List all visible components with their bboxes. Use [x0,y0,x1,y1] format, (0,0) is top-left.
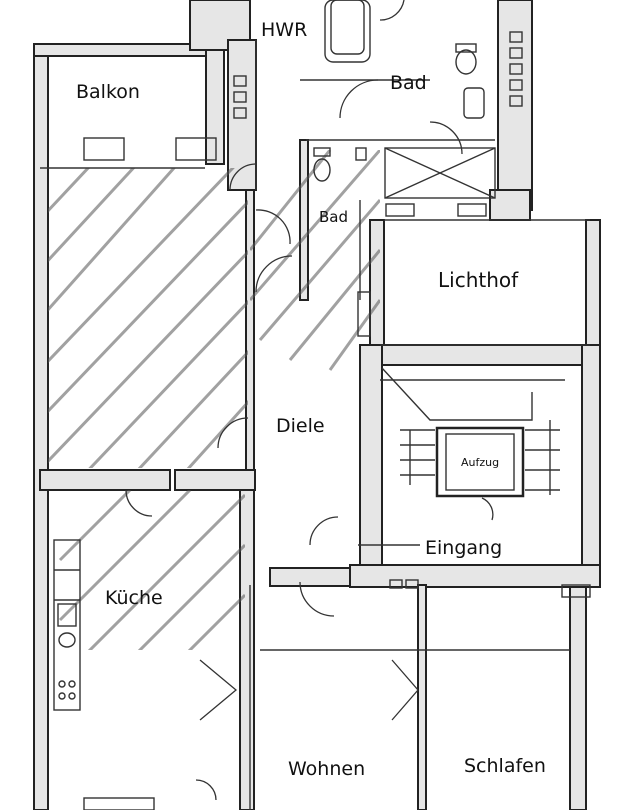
room-label-eingang: Eingang [425,537,502,559]
interior-lines [40,40,590,810]
radiator-icon [233,31,523,589]
room-label-aufzug: Aufzug [461,456,499,469]
room-label-bad-small: Bad [319,208,348,226]
shower-icon [384,147,496,199]
room-label-diele: Diele [276,415,325,437]
door-swings [125,0,494,801]
room-label-bad-top: Bad [390,72,427,94]
hatched-kitchen-area [58,490,245,650]
bathtub-icon [324,0,371,63]
room-label-lichthof: Lichthof [438,268,519,292]
sink-icon [355,87,485,161]
outer-walls [33,0,601,810]
elevator [435,426,525,498]
room-label-wohnen: Wohnen [288,758,365,780]
toilet-icon [313,43,477,182]
room-label-schlafen: Schlafen [464,755,546,777]
room-label-kueche: Küche [105,587,163,609]
kitchen-counter [53,539,81,711]
room-label-hwr: HWR [261,19,307,41]
staircase [380,367,565,495]
hatched-living-area [48,168,248,468]
room-label-balkon: Balkon [76,81,140,103]
window-icon [83,137,591,810]
